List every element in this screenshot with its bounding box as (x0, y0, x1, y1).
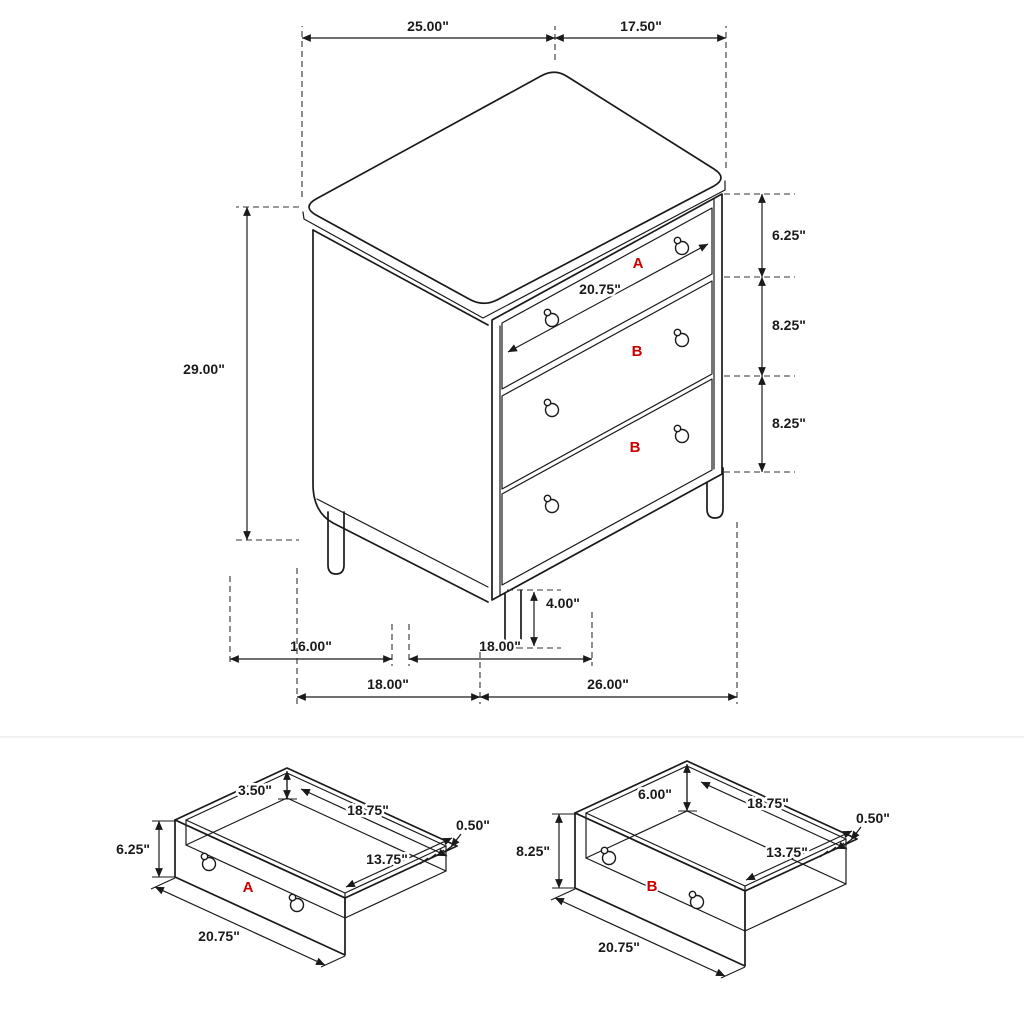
dim-b-front-height: 8.25" (514, 813, 575, 889)
drawer-b-dimensions: 8.25" 6.00" 18.75" 0.50" 13.75" (514, 763, 892, 979)
dim-a-inner-width-label: 18.75" (347, 802, 389, 818)
dim-a-front-height: 6.25" (114, 820, 175, 878)
chest-left-panel (312, 229, 489, 603)
dim-base-inner-right-label: 18.00" (479, 638, 521, 654)
chest-body (302, 71, 726, 649)
dim-base-inner-left-label: 16.00" (290, 638, 332, 654)
dim-base-outer-left-label: 18.00" (367, 676, 409, 692)
dim-middle-drawer-height-label: 8.25" (772, 317, 806, 333)
dim-top-width-and-depth: 25.00" 17.50" (301, 16, 727, 197)
drawer-a-dimensions: 6.25" 3.50" 18.75" 0.50" 13.75" (114, 770, 492, 968)
dim-a-front-height-label: 6.25" (116, 841, 150, 857)
chest-isometric-view: A B B 25.00" 17.50" (181, 16, 808, 704)
dim-a-front-width-label: 20.75" (198, 928, 240, 944)
drawer-b-box: B (574, 760, 858, 967)
chest-middle-drawer-label: B (632, 343, 643, 360)
dim-b-front-width-label: 20.75" (598, 939, 640, 955)
chest-leg-left (327, 511, 345, 575)
dim-b-side-thickness: 0.50" (850, 808, 892, 841)
dim-a-inner-depth: 13.75" (345, 837, 453, 888)
dim-b-box-side-height-label: 6.00" (638, 786, 672, 802)
dim-a-front-width: 20.75" (150, 877, 346, 968)
dim-leg-height-label: 4.00" (546, 595, 580, 611)
dim-overall-height: 29.00" (181, 206, 299, 541)
drawer-a-detail-view: A 6.25" 3.50" 18.75" 0.50" (114, 767, 492, 968)
dim-base-outer-spans: 18.00" 26.00" (296, 522, 738, 704)
dim-overall-height-label: 29.00" (183, 361, 225, 377)
chest-dimensions: 25.00" 17.50" 6.25" 8.25" 8.25" (181, 16, 808, 704)
dim-b-inner-depth-label: 13.75" (766, 844, 808, 860)
dim-b-inner-depth: 13.75" (745, 830, 853, 881)
chest-top-drawer-label: A (633, 255, 644, 272)
dim-a-side-thickness-label: 0.50" (456, 817, 490, 833)
dim-leg-height: 4.00" (507, 589, 582, 649)
dim-b-side-thickness-label: 0.50" (856, 810, 890, 826)
dim-top-width-label: 25.00" (407, 18, 449, 34)
chest-bottom-drawer-label: B (630, 439, 641, 456)
drawer-a-letter-label: A (243, 879, 254, 896)
dim-drawer-heights: 6.25" 8.25" 8.25" (724, 193, 808, 473)
dim-a-inner-depth-label: 13.75" (366, 851, 408, 867)
dim-b-front-width: 20.75" (550, 888, 746, 979)
dim-a-side-thickness: 0.50" (450, 815, 492, 848)
chest-top-edge (302, 180, 726, 319)
dim-a-box-side-height-label: 3.50" (238, 782, 272, 798)
dim-b-box-side-height: 6.00" (636, 763, 697, 812)
dim-b-inner-width: 18.75" (700, 781, 848, 850)
dim-base-inner-spans: 16.00" 18.00" (229, 576, 593, 666)
dim-a-box-side-height: 3.50" (236, 770, 297, 801)
dim-top-drawer-height-label: 6.25" (772, 227, 806, 243)
chest-top-surface (308, 71, 722, 305)
dim-base-outer-right-label: 26.00" (587, 676, 629, 692)
dim-bottom-drawer-height-label: 8.25" (772, 415, 806, 431)
drawer-b-letter-label: B (647, 878, 658, 895)
dim-a-inner-width: 18.75" (300, 788, 448, 857)
dim-top-depth-label: 17.50" (620, 18, 662, 34)
chest-drawer-front-bottom (501, 378, 713, 586)
drawer-b-detail-view: B 8.25" 6.00" 18.75" 0.50" (514, 760, 892, 979)
dim-drawer-front-width: 20.75" (507, 243, 709, 353)
dim-b-front-height-label: 8.25" (516, 843, 550, 859)
dim-b-inner-width-label: 18.75" (747, 795, 789, 811)
chest-left-panel-rail (316, 498, 489, 588)
dim-drawer-front-width-label: 20.75" (579, 281, 621, 297)
chest-leg-right (706, 467, 724, 519)
chest-left-panel-top-edge (312, 229, 489, 326)
